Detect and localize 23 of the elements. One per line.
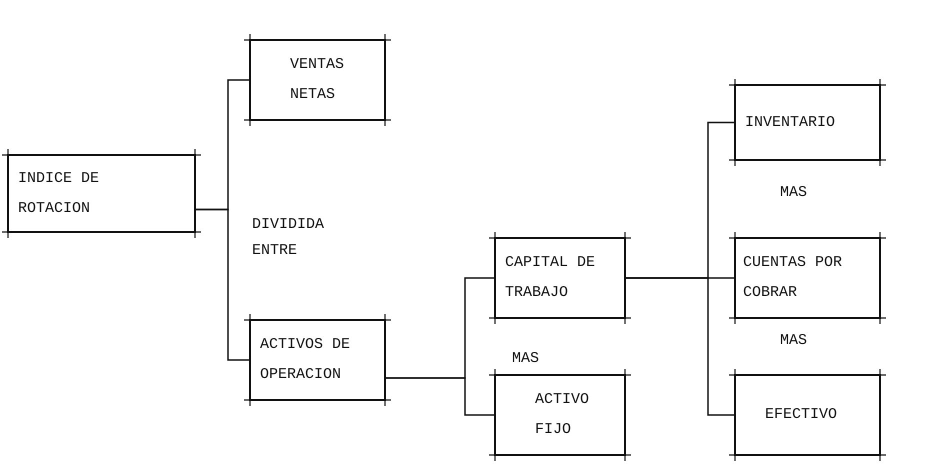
process-box: [729, 79, 886, 166]
connector-line: [195, 208, 250, 361]
box-label: CUENTAS POR COBRAR: [743, 253, 844, 303]
connector-line: [385, 377, 495, 416]
connector-note: DIVIDIDA ENTRE: [252, 215, 326, 261]
box-label: ACTIVOS DE OPERACION: [260, 335, 352, 385]
connector-line: [625, 277, 735, 416]
box-label: EFECTIVO: [765, 405, 838, 425]
process-box: [489, 369, 631, 461]
connector-note: MAS: [780, 331, 808, 351]
process-box: [244, 314, 391, 406]
box-label: VENTAS NETAS: [290, 55, 346, 105]
box-label: INVENTARIO: [745, 112, 836, 132]
process-box: [489, 232, 631, 324]
connector-note: MAS: [512, 349, 540, 369]
box-label: INDICE DE ROTACION: [18, 168, 100, 218]
process-box: [244, 34, 391, 126]
box-label: ACTIVO FIJO: [535, 390, 590, 440]
process-box: [729, 232, 886, 324]
connector-note: MAS: [780, 183, 808, 203]
process-box: [729, 369, 886, 461]
box-label: CAPITAL DE TRABAJO: [505, 253, 596, 303]
process-box: [2, 149, 201, 238]
